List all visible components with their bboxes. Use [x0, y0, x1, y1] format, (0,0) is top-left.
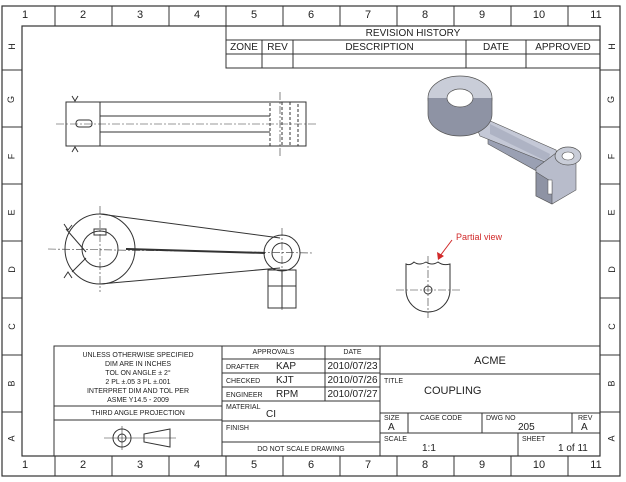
note-line-2: DIM ARE IN INCHES	[104, 361, 172, 368]
material-label: MATERIAL	[226, 404, 261, 411]
revision-history-title: REVISION HISTORY	[365, 28, 461, 39]
cage-code-label: CAGE CODE	[420, 415, 463, 422]
size-label: SIZE	[384, 415, 400, 422]
zone-col-7-bottom: 7	[364, 459, 372, 471]
dwg-no-label: DWG NO	[486, 415, 516, 422]
zone-col-11: 11	[590, 9, 602, 21]
zone-row-d-right: D	[606, 266, 617, 273]
zone-col-10-bottom: 10	[532, 459, 546, 471]
finish-label: FINISH	[226, 425, 249, 432]
sheet-label: SHEET	[522, 436, 546, 443]
revision-table-lines	[225, 25, 601, 69]
zone-col-2-bottom: 2	[79, 459, 87, 471]
approval-initials-engineer: RPM	[276, 389, 299, 400]
partial-view-label: Partial view	[456, 232, 503, 242]
company-name: ACME	[474, 355, 506, 367]
top-view	[56, 92, 316, 156]
partial-view	[396, 256, 460, 318]
title-block-lines	[53, 345, 601, 457]
rev-col-rev: REV	[267, 42, 288, 53]
approval-date-drafter: 2010/07/23	[327, 361, 378, 372]
scale-value: 1:1	[422, 443, 436, 454]
zone-col-2: 2	[79, 9, 87, 21]
zone-row-e: E	[6, 209, 17, 216]
partial-view-leader	[437, 239, 453, 260]
size-value: A	[388, 422, 395, 433]
approval-role-drafter: DRAFTER	[226, 364, 260, 371]
zone-row-b: B	[6, 380, 17, 387]
projection-label: THIRD ANGLE PROJECTION	[91, 410, 185, 417]
title-value: COUPLING	[424, 385, 482, 397]
approval-initials-checked: KJT	[276, 375, 294, 386]
rev-label: REV	[578, 415, 593, 422]
zone-row-f-right: F	[606, 153, 617, 160]
approval-date-checked: 2010/07/26	[327, 375, 378, 386]
rev-col-approved: APPROVED	[535, 42, 591, 53]
note-line-5: INTERPRET DIM AND TOL PER	[86, 388, 190, 395]
zone-row-e-right: E	[606, 209, 617, 216]
zone-row-c: C	[6, 323, 17, 330]
zone-row-f: F	[6, 153, 17, 160]
zone-col-1-bottom: 1	[21, 459, 29, 471]
projection-symbol	[104, 426, 176, 450]
rev-value: A	[581, 422, 588, 433]
do-not-scale-note: DO NOT SCALE DRAWING	[257, 446, 345, 453]
zone-row-a: A	[6, 435, 17, 442]
zone-col-9-bottom: 9	[478, 459, 486, 471]
title-label: TITLE	[384, 378, 404, 385]
isometric-view	[427, 75, 582, 205]
zone-row-a-right: A	[606, 435, 617, 442]
zone-row-c-right: C	[606, 323, 617, 330]
rev-col-zone: ZONE	[230, 42, 258, 53]
note-line-4: 2 PL ±.05 3 PL ±.001	[105, 379, 171, 386]
rev-col-description: DESCRIPTION	[345, 42, 414, 53]
zone-col-10: 10	[532, 9, 546, 21]
zone-col-8: 8	[421, 9, 429, 21]
zone-row-g: G	[6, 95, 17, 104]
front-view	[47, 206, 313, 312]
zone-col-9: 9	[478, 9, 486, 21]
zone-col-3: 3	[136, 9, 144, 21]
zone-col-6: 6	[307, 9, 315, 21]
zone-row-g-right: G	[606, 95, 617, 104]
note-line-3: TOL ON ANGLE ± 2°	[105, 370, 171, 377]
zone-row-d: D	[6, 266, 17, 273]
zone-col-8-bottom: 8	[421, 459, 429, 471]
approval-date-engineer: 2010/07/27	[327, 389, 378, 400]
zone-col-1: 1	[21, 9, 29, 21]
rev-col-date: DATE	[483, 42, 509, 53]
zone-col-7: 7	[364, 9, 372, 21]
approval-role-engineer: ENGINEER	[226, 392, 263, 399]
note-line-1: UNLESS OTHERWISE SPECIFIED	[82, 352, 194, 359]
scale-label: SCALE	[384, 436, 407, 443]
zone-col-4: 4	[193, 9, 201, 21]
zone-ticks	[2, 6, 620, 476]
zone-row-b-right: B	[606, 380, 617, 387]
approvals-date-header: DATE	[343, 349, 362, 356]
material-value: CI	[266, 409, 276, 420]
zone-col-5: 5	[250, 9, 258, 21]
approval-initials-drafter: KAP	[276, 361, 297, 372]
approval-role-checked: CHECKED	[226, 378, 261, 385]
zone-col-5-bottom: 5	[250, 459, 258, 471]
sheet-value: 1 of 11	[558, 443, 588, 454]
zone-col-4-bottom: 4	[193, 459, 201, 471]
zone-col-3-bottom: 3	[136, 459, 144, 471]
note-line-6: ASME Y14.5 - 2009	[107, 397, 169, 404]
approvals-header: APPROVALS	[252, 349, 295, 356]
zone-col-11-bottom: 11	[590, 459, 602, 471]
zone-row-h-right: H	[606, 43, 617, 50]
dwg-no-value: 205	[518, 422, 535, 433]
zone-row-h: H	[6, 43, 17, 50]
zone-col-6-bottom: 6	[307, 459, 315, 471]
